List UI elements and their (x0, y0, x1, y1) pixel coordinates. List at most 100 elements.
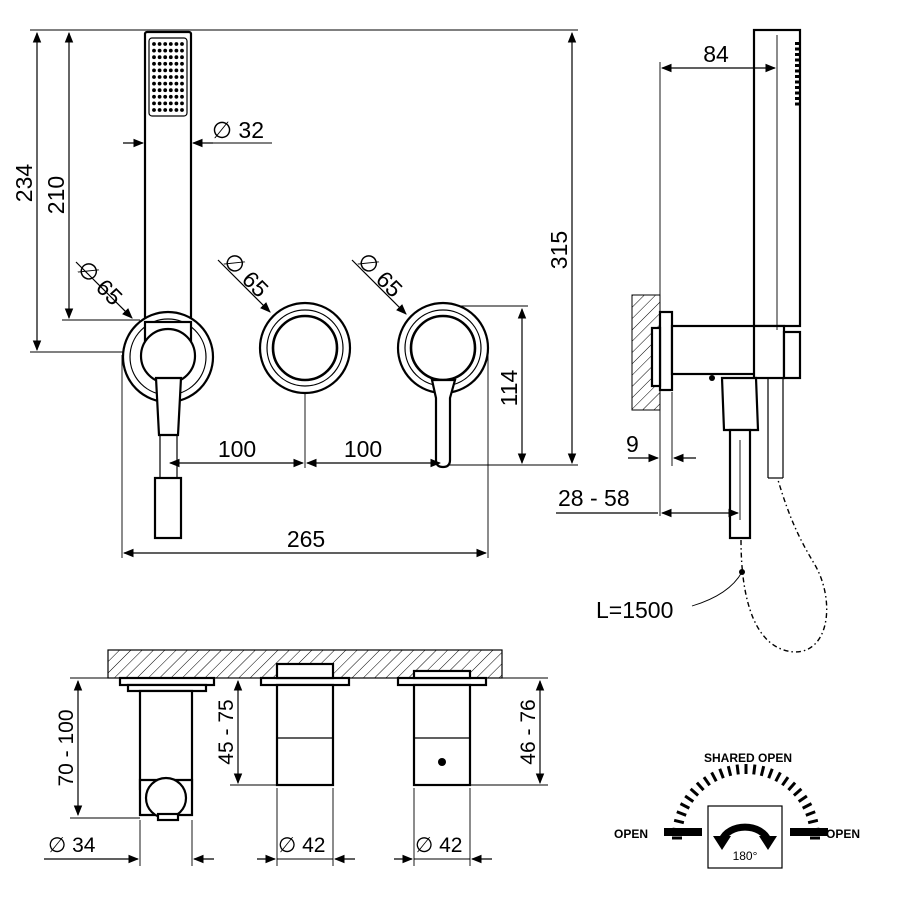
rotation-arrow-arc (718, 823, 772, 842)
nozzle-dot (168, 108, 173, 112)
dim-100-b: 100 (344, 436, 382, 462)
arc-tick (805, 810, 816, 817)
bottom-right-cap (412, 669, 472, 680)
nozzle-dot (152, 68, 156, 73)
nozzle-dot (174, 55, 179, 60)
arc-tick (684, 794, 695, 803)
nozzle-dot (152, 81, 156, 86)
arc-tick (792, 787, 803, 797)
shower-head-face (148, 37, 188, 117)
rotation-knob-box (707, 805, 783, 869)
bottom-left-body (138, 689, 194, 791)
nozzle-dot (157, 48, 162, 53)
nozzle-dot (168, 94, 173, 99)
dim-leader-65-a (75, 261, 133, 319)
arc-tick (695, 781, 705, 792)
bottom-middle-cap (275, 662, 335, 680)
side-flange-inner (650, 326, 662, 388)
nozzle-dot (157, 75, 162, 79)
nozzle-dot (174, 108, 179, 112)
side-nozzle-mark (795, 47, 799, 51)
rotation-legend: SHARED OPEN OPEN OPEN 180° (614, 751, 860, 869)
hose-length-leader (691, 571, 743, 607)
arc-tick (752, 764, 757, 775)
nozzle-dot (174, 75, 179, 79)
side-holder-tab (782, 330, 802, 380)
water-outlet-knob (139, 327, 197, 385)
dim-42-b: ∅ 42 (415, 834, 463, 857)
nozzle-dot (152, 88, 156, 93)
side-screw (709, 375, 715, 381)
dim-34: ∅ 34 (48, 834, 96, 857)
side-nozzle-mark (795, 102, 799, 106)
nozzle-dot (163, 55, 168, 60)
nozzle-dot (180, 88, 184, 93)
nozzle-dot (163, 75, 168, 79)
side-nozzle-mark (795, 69, 799, 73)
hand-shower-body (143, 30, 193, 324)
label-open-left: OPEN (614, 827, 648, 841)
bottom-middle-body (275, 683, 335, 787)
nozzle-dot (180, 94, 184, 99)
bottom-view: 70 - 100 45 - 75 46 - 76 ∅ 34 ∅ 42 ∅ 42 (44, 649, 548, 866)
nozzle-dot (180, 61, 184, 66)
rotation-arrow-head-right (759, 836, 777, 850)
dim-28-58: 28 - 58 (558, 485, 630, 511)
dim-65-c: ∅ 65 (352, 247, 407, 302)
nozzle-dot (168, 81, 173, 86)
arc-tick (710, 771, 718, 783)
nozzle-dot (180, 75, 184, 79)
arc-tick (679, 802, 691, 810)
nozzle-dot (168, 55, 173, 60)
shower-nozzles (152, 42, 184, 112)
dim-9: 9 (626, 431, 639, 457)
nozzle-dot (168, 42, 173, 46)
side-nozzle-mark (795, 86, 799, 89)
nozzle-dot (157, 55, 162, 60)
side-nozzle-mark (795, 80, 799, 84)
nozzle-dot (168, 88, 173, 93)
side-nozzle-mark (795, 64, 799, 67)
nozzle-dot (180, 108, 184, 112)
nozzle-dot (174, 61, 179, 66)
arc-tick (767, 768, 774, 779)
open-left-bar (664, 828, 702, 836)
nozzle-dot (180, 48, 184, 53)
side-nozzle-mark (795, 97, 799, 100)
bottom-right-body (412, 683, 472, 787)
arc-tick (689, 787, 700, 797)
open-right-bar (790, 828, 828, 836)
nozzle-dot (168, 101, 173, 106)
dim-234: 234 (11, 164, 37, 203)
arc-tick (673, 818, 685, 825)
nozzle-dot (157, 108, 162, 112)
arc-tick (781, 776, 790, 787)
nozzle-dot (180, 101, 184, 106)
nozzle-dot (174, 94, 179, 99)
nozzle-dot (180, 81, 184, 86)
arc-tick (787, 781, 797, 792)
bottom-left-outlet-circle (144, 776, 188, 820)
arc-tick (676, 810, 687, 817)
nozzle-dot (174, 101, 179, 106)
nozzle-dot (163, 42, 168, 46)
side-nozzle-mark (795, 58, 799, 62)
dim-46-76: 46 - 76 (517, 699, 540, 764)
nozzle-dot (163, 108, 168, 112)
dim-32: ∅ 32 (212, 117, 264, 143)
side-nozzle-mark (795, 91, 799, 95)
nozzle-dot (157, 94, 162, 99)
nozzle-dot (163, 61, 168, 66)
dim-265: 265 (287, 526, 325, 552)
dim-leader-65-b (217, 259, 271, 313)
dim-42-a: ∅ 42 (278, 834, 326, 857)
arc-tick (809, 827, 820, 832)
arc-tick (726, 765, 733, 777)
label-shared-open: SHARED OPEN (704, 751, 792, 765)
nozzle-dot (157, 42, 162, 46)
dim-hose-length: L=1500 (596, 597, 673, 623)
front-view: 234 210 ∅ 32 ∅ 65 ∅ 65 (11, 29, 578, 558)
dim-45-75: 45 - 75 (215, 699, 238, 764)
nozzle-dot (168, 75, 173, 79)
